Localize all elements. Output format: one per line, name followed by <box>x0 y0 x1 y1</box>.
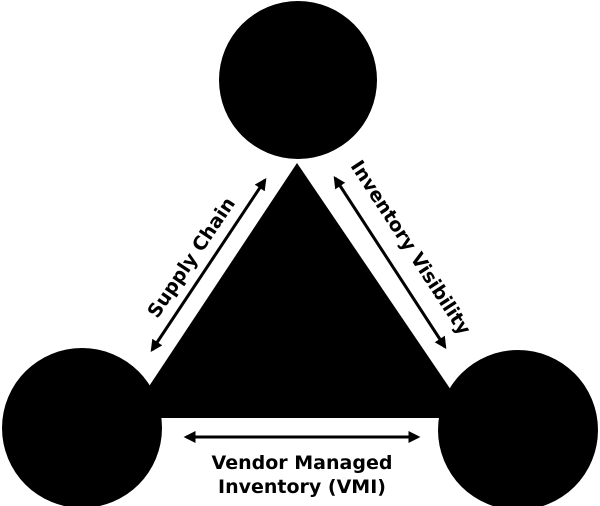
left-node-circle <box>2 348 162 506</box>
center-triangle <box>128 163 470 418</box>
supply-chain-arrow <box>150 178 267 352</box>
vmi-label-line2: Inventory (VMI) <box>218 476 386 498</box>
inventory-visibility-arrow <box>333 175 447 350</box>
vmi-label-line1: Vendor Managed <box>212 452 393 474</box>
right-node-circle <box>438 350 598 506</box>
top-node-circle <box>219 1 377 159</box>
